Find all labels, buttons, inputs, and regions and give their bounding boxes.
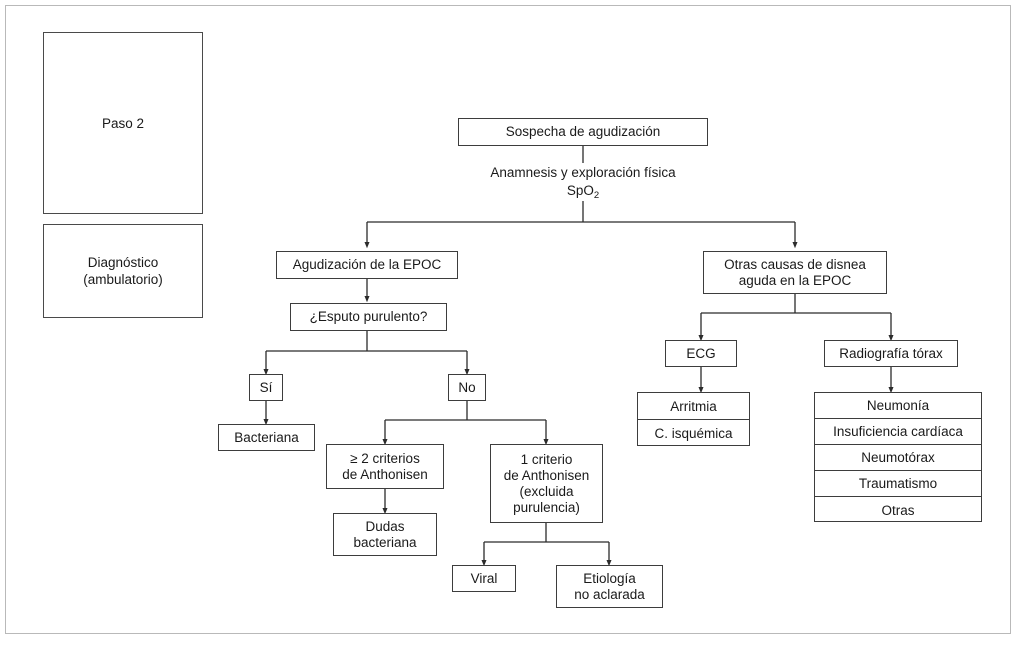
node-purulent-sputum-question[interactable]: ¿Esputo purulento? <box>290 303 447 331</box>
legend-context-label: Diagnóstico (ambulatorio) <box>83 255 163 287</box>
list-item[interactable]: Traumatismo <box>815 471 981 497</box>
assessment-line-1: Anamnesis y exploración física <box>490 165 676 180</box>
spo2-label: SpO <box>566 183 594 198</box>
node-ecg[interactable]: ECG <box>665 340 737 367</box>
xray-findings-list: Neumonía Insuficiencia cardíaca Neumotór… <box>814 392 982 522</box>
node-ecg-label: ECG <box>686 345 716 361</box>
spo2-subscript: 2 <box>593 190 600 201</box>
node-two-or-more-anthonisen[interactable]: ≥ 2 criterios de Anthonisen <box>326 444 444 489</box>
node-purulent-sputum-question-label: ¿Esputo purulento? <box>309 309 428 324</box>
node-doubtful-bacterial[interactable]: Dudas bacteriana <box>333 513 437 556</box>
node-viral-label: Viral <box>470 570 498 586</box>
list-item[interactable]: C. isquémica <box>654 425 733 441</box>
node-root-suspicion-label: Sospecha de agudización <box>505 124 661 139</box>
list-item[interactable]: Otras <box>881 502 915 518</box>
node-answer-yes[interactable]: Sí <box>249 374 283 401</box>
node-viral[interactable]: Viral <box>452 565 516 592</box>
node-copd-exacerbation-label: Agudización de la EPOC <box>292 257 442 272</box>
node-one-anthonisen-criterion[interactable]: 1 criterio de Anthonisen (excluida purul… <box>490 444 603 523</box>
assessment-text: Anamnesis y exploración física SpO2 <box>443 164 723 202</box>
node-two-or-more-anthonisen-label: ≥ 2 criterios de Anthonisen <box>342 450 428 482</box>
legend-context-panel: Diagnóstico (ambulatorio) <box>43 224 203 318</box>
list-item[interactable]: Neumotórax <box>815 445 981 471</box>
node-bacterial-label: Bacteriana <box>234 429 299 445</box>
node-copd-exacerbation[interactable]: Agudización de la EPOC <box>276 251 458 279</box>
figure-frame <box>5 5 1011 634</box>
list-item[interactable]: Neumonía <box>815 393 981 419</box>
node-chest-xray[interactable]: Radiografía tórax <box>824 340 958 367</box>
legend-step-label: Paso 2 <box>101 115 145 131</box>
node-unclear-etiology[interactable]: Etiología no aclarada <box>556 565 663 608</box>
list-item[interactable]: Insuficiencia cardíaca <box>815 419 981 445</box>
assessment-line-2: SpO2 <box>443 182 723 202</box>
list-item[interactable]: Arritmia <box>638 393 749 420</box>
node-one-anthonisen-criterion-label: 1 criterio de Anthonisen (excluida purul… <box>503 451 590 515</box>
ecg-findings-list: Arritmia C. isquémica <box>637 392 750 446</box>
node-root-suspicion[interactable]: Sospecha de agudización <box>458 118 708 146</box>
node-other-dyspnea-causes[interactable]: Otras causas de disnea aguda en la EPOC <box>703 251 887 294</box>
node-other-dyspnea-causes-label: Otras causas de disnea aguda en la EPOC <box>724 256 866 288</box>
node-unclear-etiology-label: Etiología no aclarada <box>574 570 645 602</box>
node-bacterial[interactable]: Bacteriana <box>218 424 315 451</box>
node-answer-yes-label: Sí <box>259 379 273 395</box>
legend-step-panel: Paso 2 <box>43 32 203 214</box>
node-answer-no-label: No <box>458 379 476 395</box>
node-chest-xray-label: Radiografía tórax <box>839 345 943 361</box>
node-doubtful-bacterial-label: Dudas bacteriana <box>353 518 417 550</box>
node-answer-no[interactable]: No <box>448 374 486 401</box>
